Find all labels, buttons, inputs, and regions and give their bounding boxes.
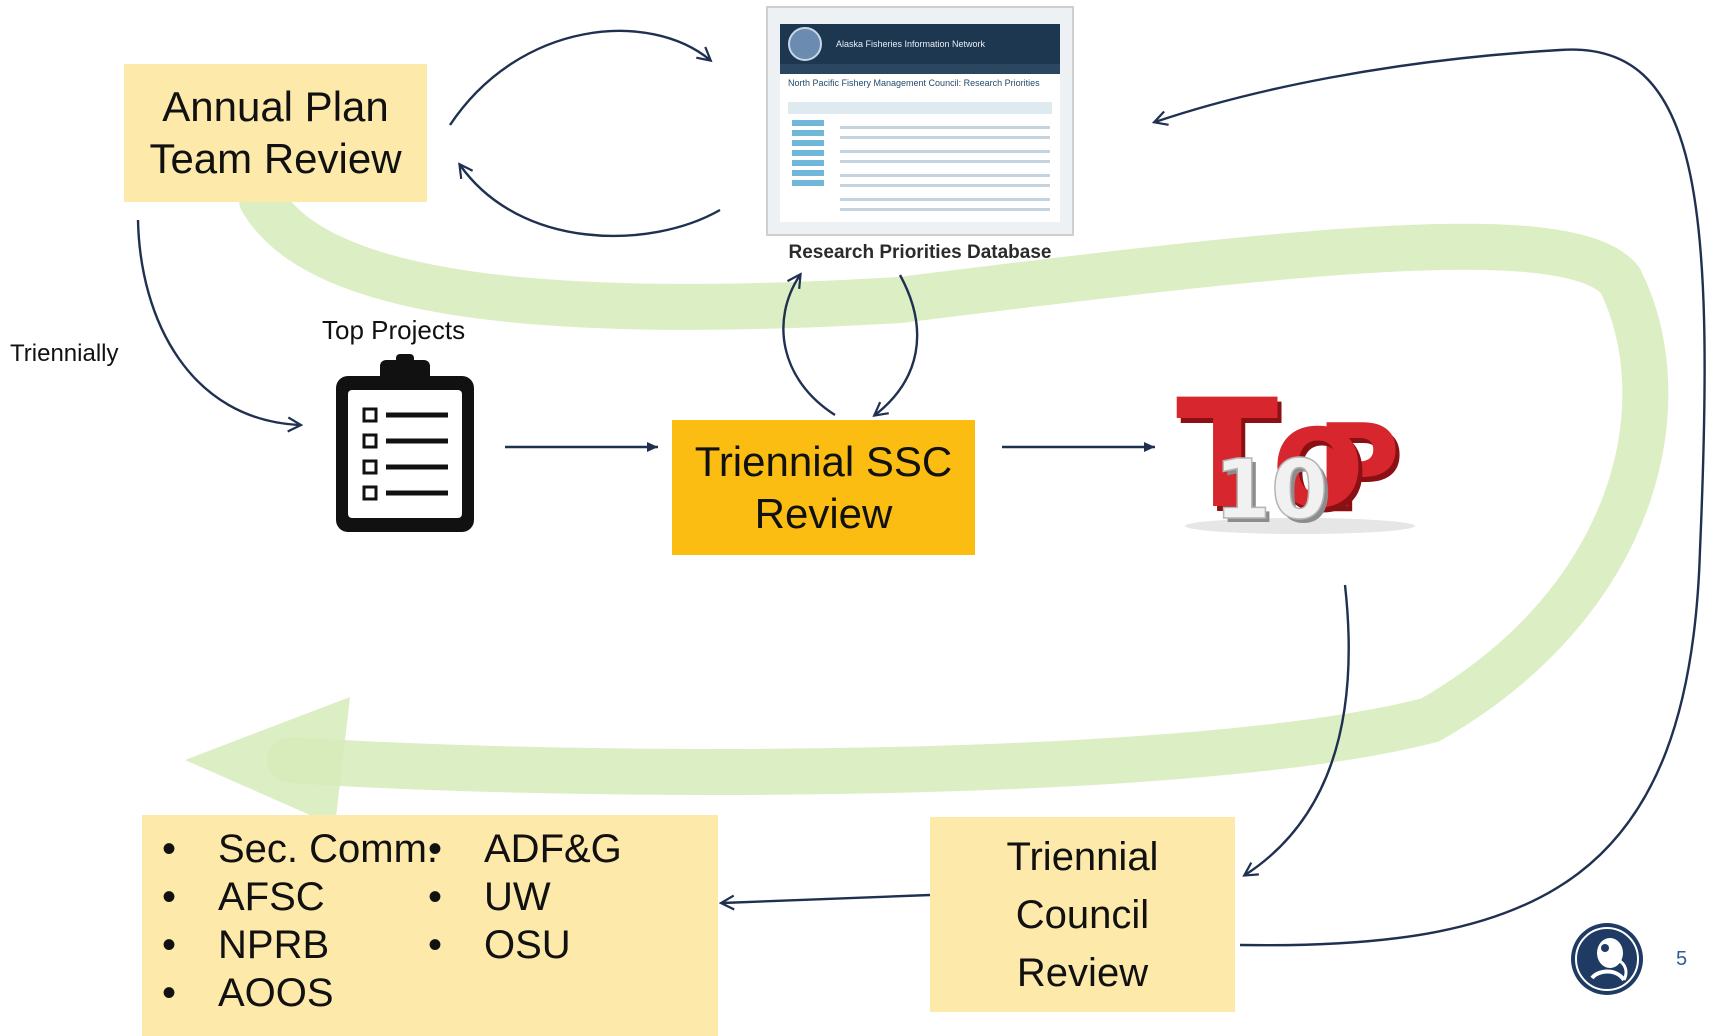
top10-letter-t-shadow: T	[1180, 386, 1282, 536]
screenshot-page-title: North Pacific Fishery Management Council…	[788, 78, 1040, 88]
agency-item: • AFSC	[162, 873, 438, 921]
top10-letter-p: P	[1316, 400, 1400, 534]
agency-name: AFSC	[218, 875, 325, 919]
agency-item: • ADF&G	[428, 825, 622, 873]
agencies-column-1: • Sec. Comm. • AFSC • NPRB • AOOS	[162, 825, 438, 1017]
arrow-annual-to-database	[449, 29, 710, 126]
arrow-triennially	[136, 219, 300, 425]
triennial-council-line-2: Council	[1015, 892, 1150, 937]
top10-letter-p-shadow: P	[1320, 405, 1404, 536]
screenshot-nav-bar	[780, 64, 1060, 74]
arrow-council-to-agencies	[722, 893, 931, 903]
screenshot-header: Alaska Fisheries Information Network	[780, 24, 1060, 64]
agencies-box: • Sec. Comm. • AFSC • NPRB • AOOS • ADF&…	[142, 815, 718, 1036]
screenshot-filter-sidebar	[792, 120, 824, 190]
triennial-ssc-line-2: Review	[754, 489, 893, 537]
triennial-ssc-line-1: Triennial SSC	[694, 437, 953, 485]
triennially-label: Triennially	[10, 340, 119, 367]
bullet-icon: •	[428, 923, 443, 967]
agency-name: UW	[484, 875, 551, 919]
arrow-top10-to-council	[1245, 584, 1350, 875]
top10-letter-o: O	[1272, 407, 1364, 532]
council-logo-icon	[1571, 923, 1643, 995]
bullet-icon: •	[428, 875, 443, 919]
agency-name: AOOS	[218, 971, 334, 1015]
agency-name: OSU	[484, 923, 571, 967]
top10-letter-o-shadow: O	[1276, 412, 1368, 536]
agency-name: Sec. Comm.	[218, 827, 439, 871]
bullet-icon: •	[162, 827, 177, 871]
bullet-icon: •	[162, 875, 177, 919]
annual-plan-line-2: Team Review	[149, 135, 402, 182]
flow-band	[185, 177, 1669, 826]
top10-number-shadow: 10	[1218, 447, 1332, 536]
network-logo-icon	[788, 27, 822, 61]
annual-plan-line-1: Annual Plan	[162, 83, 389, 130]
clipboard-checklist-icon	[336, 354, 474, 532]
arrow-group	[136, 29, 1706, 947]
agency-name: ADF&G	[484, 827, 622, 871]
database-caption: Research Priorities Database	[788, 242, 1052, 263]
agency-item: • AOOS	[162, 969, 438, 1017]
top10-letter-t: T	[1176, 386, 1278, 536]
screenshot-toolbar	[788, 102, 1052, 114]
top-projects-label: Top Projects	[322, 315, 466, 345]
triennial-council-line-1: Triennial	[1006, 834, 1159, 879]
research-priorities-database-screenshot: Alaska Fisheries Information Network Nor…	[766, 6, 1074, 236]
top-10-graphic: T T P P O O 10 10	[1176, 386, 1415, 536]
agency-item: • Sec. Comm.	[162, 825, 438, 873]
page-number: 5	[1676, 948, 1688, 970]
annual-plan-team-review-box: Annual Plan Team Review	[124, 64, 427, 202]
agency-item: • OSU	[428, 921, 622, 969]
triennial-council-line-3: Review	[1016, 950, 1149, 995]
top10-number: 10	[1214, 443, 1328, 536]
bullet-icon: •	[162, 923, 177, 967]
arrow-database-to-annual	[460, 165, 721, 238]
bullet-icon: •	[428, 827, 443, 871]
agency-name: NPRB	[218, 923, 330, 967]
agency-item: • NPRB	[162, 921, 438, 969]
triennial-council-review-box: Triennial Council Review	[930, 817, 1235, 1012]
arrow-ssc-to-database	[782, 275, 836, 417]
arrow-council-to-database	[1155, 48, 1706, 947]
bullet-icon: •	[162, 971, 177, 1015]
arrow-database-to-ssc	[875, 274, 919, 415]
screenshot-header-title: Alaska Fisheries Information Network	[836, 39, 986, 49]
triennial-ssc-review-box: Triennial SSC Review	[672, 420, 975, 555]
agency-item: • UW	[428, 873, 622, 921]
screenshot-body: North Pacific Fishery Management Council…	[780, 74, 1060, 222]
agencies-column-2: • ADF&G • UW • OSU	[428, 825, 622, 969]
